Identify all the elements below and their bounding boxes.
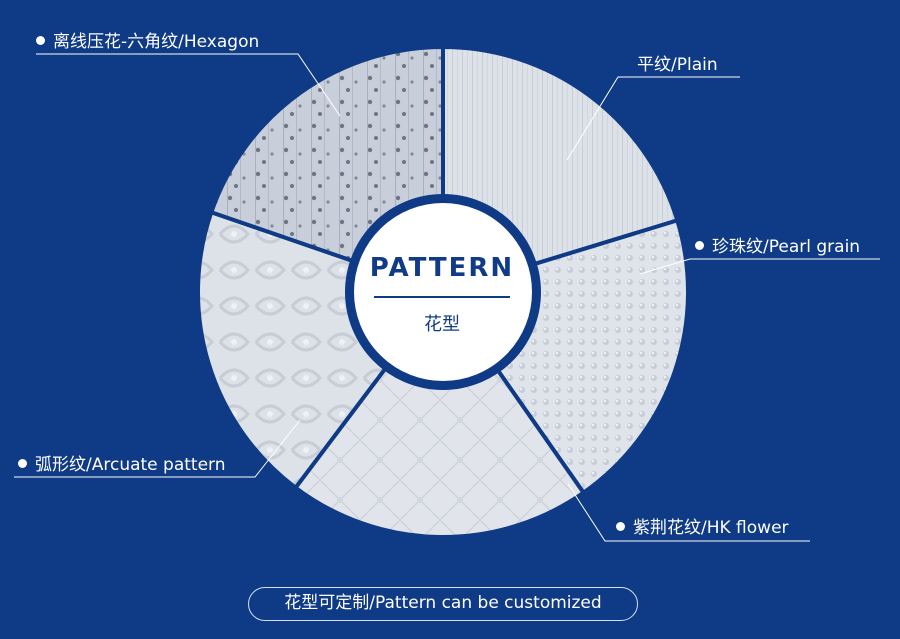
leader-pearl: [639, 258, 880, 275]
leader-plain: [566, 76, 740, 161]
bullet-icon: [18, 459, 27, 468]
label-hk: 紫荆花纹/HK flower: [616, 513, 789, 538]
label-hexagon: 离线压花-六角纹/Hexagon: [36, 27, 259, 52]
label-arcuate-text: 弧形纹/Arcuate pattern: [35, 455, 226, 475]
leader-lines: [14, 53, 880, 542]
bullet-icon: [695, 241, 704, 250]
leader-hk: [567, 483, 810, 542]
label-plain: 平纹/Plain: [637, 50, 718, 75]
center-divider: [374, 296, 510, 298]
center-title: PATTERN: [369, 253, 515, 283]
label-plain-text: 平纹/Plain: [637, 55, 718, 75]
leader-hexagon: [36, 53, 341, 117]
bullet-icon: [36, 36, 45, 45]
label-hk-text: 紫荆花纹/HK flower: [633, 518, 789, 538]
leader-arcuate: [14, 419, 301, 478]
customize-note: 花型可定制/Pattern can be customized: [248, 587, 638, 621]
label-pearl-text: 珍珠纹/Pearl grain: [712, 237, 861, 257]
center-disc: [354, 203, 532, 381]
bullet-icon: [616, 522, 625, 531]
label-arcuate: 弧形纹/Arcuate pattern: [18, 450, 226, 475]
label-hexagon-text: 离线压花-六角纹/Hexagon: [53, 32, 260, 52]
sector-hk: [292, 288, 587, 539]
label-pearl: 珍珠纹/Pearl grain: [695, 232, 860, 257]
center-subtitle: 花型: [424, 314, 460, 335]
